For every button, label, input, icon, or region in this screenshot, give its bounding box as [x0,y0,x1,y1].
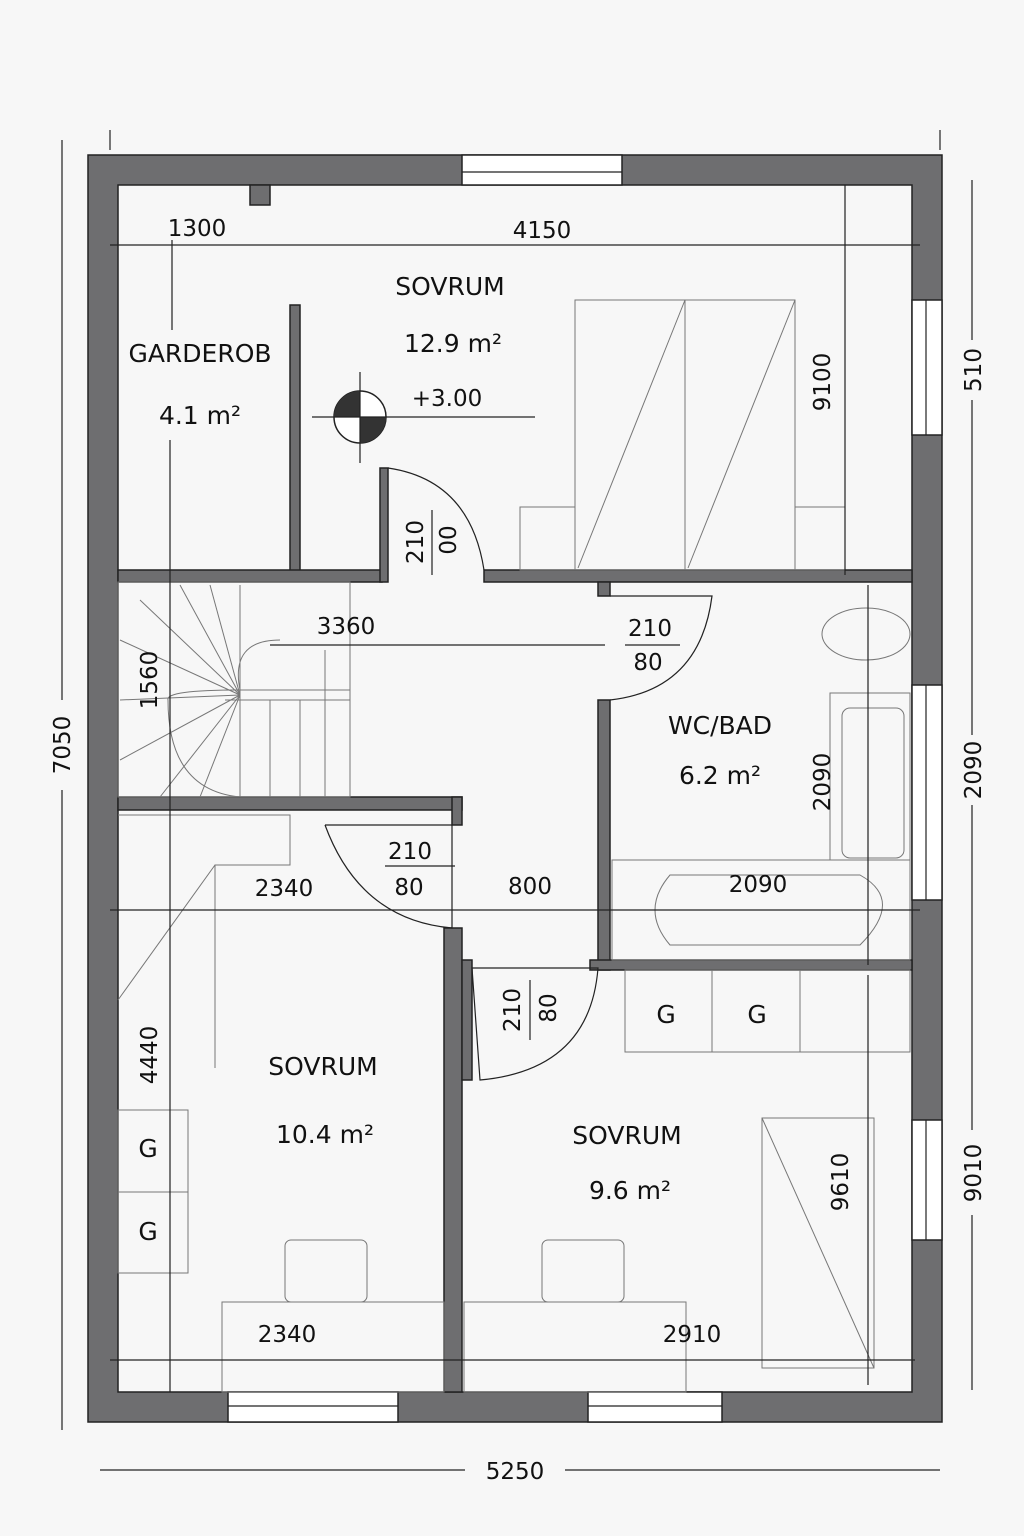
dim-bottom-b: 2910 [663,1322,722,1348]
window-top [461,154,623,186]
furniture [117,299,911,1393]
dim-bottom-a: 2340 [258,1322,317,1348]
room-name-bath: WC/BAD [668,711,772,740]
dim-mid-c: 2090 [729,872,788,898]
room-area-bath: 6.2 m² [679,761,761,790]
dim-left-total: 7050 [50,716,76,775]
dim-mid-a: 2340 [255,876,314,902]
door-swings [324,467,713,1081]
chair-left [284,1239,368,1303]
dim-stair: 1560 [137,651,163,710]
door-1-width: 00 [436,525,462,554]
storage-label: G [138,1217,157,1246]
door-2-width: 80 [633,650,662,676]
interior-walls [117,184,913,1393]
room-area-closet: 4.1 m² [159,401,241,430]
door-3-height: 210 [388,839,432,865]
room-name-bedroom-top: SOVRUM [395,272,504,301]
staircase [117,581,351,798]
desk-left [221,1301,445,1393]
storage-label: G [138,1134,157,1163]
dim-inner-left: 4440 [137,1026,163,1085]
chair-right [541,1239,625,1303]
dim-mid-b: 800 [508,874,552,900]
room-name-bedroom-left: SOVRUM [268,1052,377,1081]
dim-hall: 3360 [317,614,376,640]
dim-top-b: 4150 [513,218,572,244]
window-bottom-2 [587,1391,723,1423]
toilet [821,607,911,661]
storage-label: G [747,1000,766,1029]
room-name-bedroom-right: SOVRUM [572,1121,681,1150]
dim-top-a: 1300 [168,216,227,242]
window-bottom-1 [227,1391,399,1423]
dim-right-b: 2090 [961,741,987,800]
dim-right-c: 9010 [961,1144,987,1203]
level-marker-icon [312,372,535,463]
windows [227,154,943,1423]
dimension-lines [61,130,973,1471]
exterior-walls [87,154,943,1423]
door-3-width: 80 [394,875,423,901]
room-area-bedroom-left: 10.4 m² [276,1120,374,1149]
storage-label: G [656,1000,675,1029]
level-label: +3.00 [412,386,482,412]
bed-right [761,1117,875,1369]
dim-right-a: 510 [961,348,987,392]
door-1-height: 210 [403,520,429,564]
room-area-bedroom-right: 9.6 m² [589,1176,671,1205]
door-4-height: 210 [500,988,526,1032]
desk-right [463,1301,687,1393]
dim-inner-bottom-right: 9610 [828,1153,854,1212]
door-2-height: 210 [628,616,672,642]
dim-bottom-total: 5250 [486,1459,545,1485]
dim-inner-bath: 2090 [810,753,836,812]
room-name-closet: GARDEROB [128,339,271,368]
window-right-3 [911,1119,943,1241]
dim-inner-top-right: 9100 [810,353,836,412]
window-right-2 [911,684,943,901]
room-area-bedroom-top: 12.9 m² [404,329,502,358]
window-right-1 [911,299,943,436]
door-4-width: 80 [536,993,562,1022]
